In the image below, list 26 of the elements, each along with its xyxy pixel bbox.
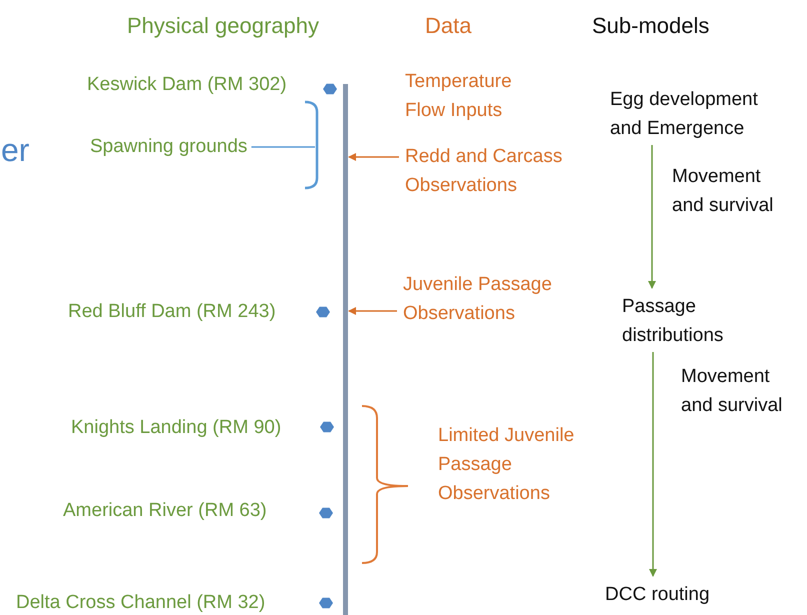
data-label: Redd and Carcass Observations — [405, 142, 595, 200]
arrow — [348, 307, 397, 315]
submodel-label: DCC routing — [605, 580, 710, 609]
arrow — [648, 145, 656, 289]
river-bar — [343, 84, 348, 615]
submodel-label: Passage distributions — [622, 292, 762, 350]
location-label: Keswick Dam (RM 302) — [87, 70, 287, 99]
column-heading: Sub-models — [592, 12, 710, 40]
column-heading: Data — [425, 12, 472, 40]
location-label: Spawning grounds — [90, 132, 248, 161]
submodel-label: Egg development and Emergence — [610, 85, 790, 143]
location-label: Knights Landing (RM 90) — [71, 413, 282, 442]
location-label: American River (RM 63) — [63, 496, 267, 525]
location-label: Delta Cross Channel (RM 32) — [16, 588, 266, 615]
edge-label: Movement and survival — [681, 365, 784, 418]
column-heading: Physical geography — [127, 12, 320, 40]
leader-line — [251, 146, 315, 148]
edge-label: Movement and survival — [672, 165, 774, 218]
arrow — [348, 153, 399, 161]
bracket — [304, 100, 318, 190]
location-label: Red Bluff Dam (RM 243) — [68, 297, 276, 326]
cut-off-text: er — [1, 132, 30, 168]
data-label: Juvenile Passage Observations — [403, 270, 583, 328]
data-label: Temperature Flow Inputs — [405, 67, 555, 125]
arrow — [649, 352, 657, 577]
data-label: Limited Juvenile Passage Observations — [438, 421, 578, 508]
